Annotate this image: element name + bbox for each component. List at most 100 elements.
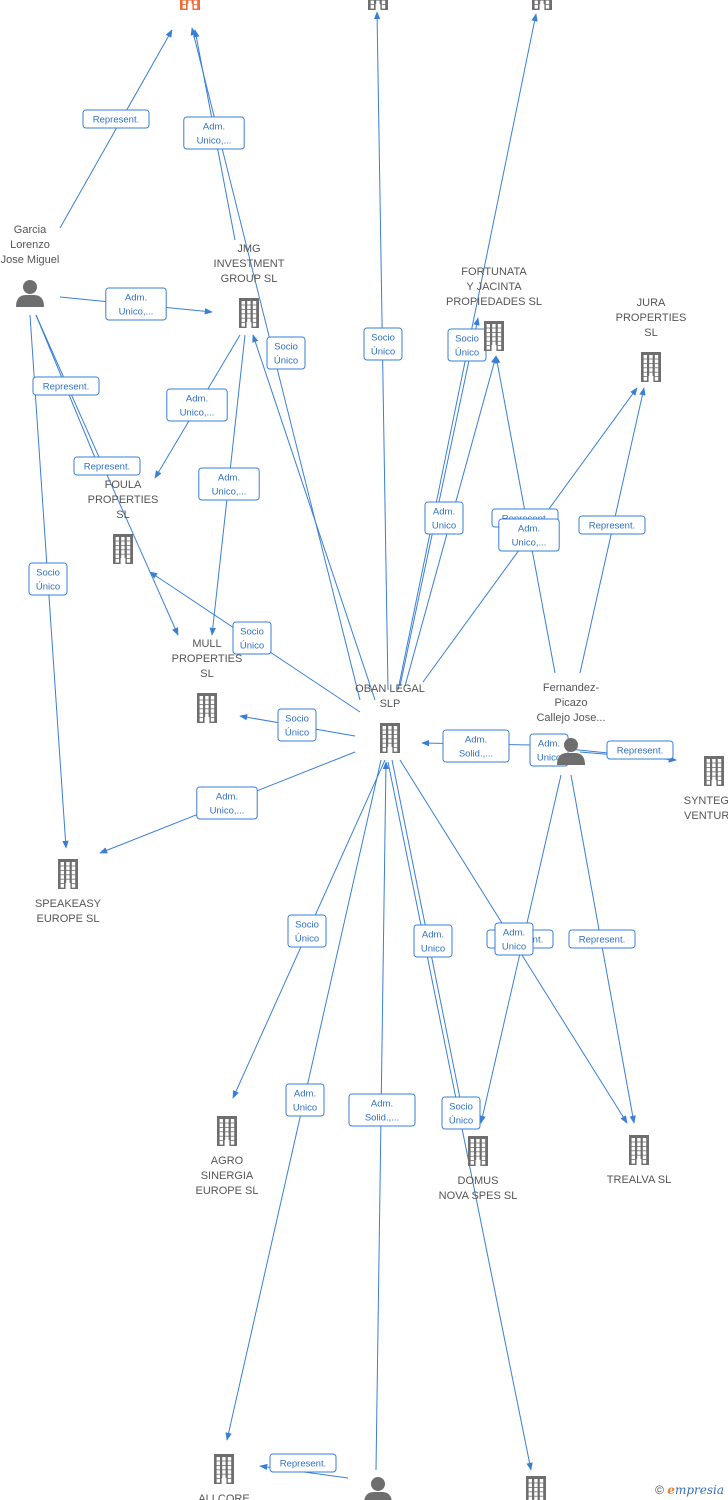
copyright-footer: © empresia — [655, 1483, 724, 1497]
node-label: EUROPE SL — [196, 1185, 259, 1197]
node-label: VENTURES — [684, 810, 728, 822]
node-label: SINERGIA — [201, 1170, 254, 1182]
edge-oban-to-jmg — [252, 334, 376, 701]
edge-label-text: Unico — [432, 521, 456, 532]
node-syntegra[interactable]: SYNTEGRAVENTURES — [684, 756, 728, 822]
edge-label-jmg-to-top-highlight[interactable]: Adm.Unico,... — [183, 116, 245, 150]
edge-label-oban-to-speakeasy[interactable]: Adm.Unico,... — [196, 786, 258, 820]
edge-label-jmg-to-mull[interactable]: Adm.Unico,... — [198, 467, 260, 501]
edge-label-text: Represent. — [280, 1459, 326, 1470]
edge-label-text: Adm. — [125, 293, 147, 304]
edge-label-fernandez-to-trealva[interactable]: Represent. — [568, 929, 636, 949]
node-allcore[interactable]: ALLCORE — [198, 1454, 250, 1500]
building-icon — [180, 0, 200, 10]
edge-label-bottom-person-to-allcore[interactable]: Represent. — [269, 1453, 337, 1473]
edge-label-garcia-to-top-highlight[interactable]: Represent. — [82, 109, 150, 129]
edge-label-jmg-to-foula[interactable]: Adm.Unico,... — [166, 388, 228, 422]
building-icon — [526, 1476, 546, 1500]
edge-label-garcia-to-mull[interactable]: Represent. — [73, 456, 141, 476]
building-icon — [214, 1454, 234, 1484]
node-top-right[interactable] — [532, 0, 552, 10]
edge-label-text: Unico,... — [212, 487, 247, 498]
edge-label-fernandez-to-oban[interactable]: Adm.Solid.,... — [442, 729, 510, 763]
node-label: Garcia — [14, 224, 47, 236]
node-label: Y JACINTA — [466, 281, 522, 293]
edge-label-text: Represent. — [84, 462, 130, 473]
node-label: FOULA — [105, 479, 142, 491]
edge-labels-layer: Represent.Adm.Unico,...SocioÚnicoAdm.Uni… — [28, 109, 674, 1473]
brand-initial: e — [667, 1483, 675, 1497]
edge-label-text: Solid.,... — [365, 1113, 399, 1124]
edge-label-text: Represent. — [93, 115, 139, 126]
edge-label-oban-to-domus[interactable]: Adm.Unico — [413, 924, 453, 958]
edge-label-fernandez-to-syntegra[interactable]: Represent. — [606, 740, 674, 760]
edge-label-text: Único — [295, 934, 319, 945]
edge-label-oban-to-allcore[interactable]: Adm.Unico — [285, 1083, 325, 1117]
node-label: JMG — [237, 243, 260, 255]
building-icon — [704, 756, 724, 786]
node-label: Jose Miguel — [1, 254, 60, 266]
building-icon — [217, 1116, 237, 1146]
node-trealva[interactable]: TREALVA SL — [607, 1135, 671, 1186]
edge-label-garcia-to-foula[interactable]: Represent. — [32, 376, 100, 396]
building-icon — [239, 298, 259, 328]
node-label: PROPERTIES — [172, 653, 243, 665]
edge-label-text: Adm. — [465, 735, 487, 746]
node-top-highlight[interactable] — [180, 0, 200, 10]
node-label: SL — [644, 327, 657, 339]
person-icon — [557, 738, 585, 765]
building-icon — [58, 859, 78, 889]
node-bottom-right[interactable] — [526, 1476, 546, 1500]
edge-label-text: Socio — [449, 1102, 473, 1113]
edge-label-text: Adm. — [216, 792, 238, 803]
edge-label-text: Represent. — [589, 521, 635, 532]
node-top-mid[interactable] — [368, 0, 388, 10]
edge-fernandez-to-trealva — [570, 774, 636, 1124]
edge-label-text: Socio — [240, 627, 264, 638]
node-label: OBAN LEGAL — [355, 683, 425, 695]
node-label: INVESTMENT — [214, 258, 285, 270]
edge-label-oban-to-jura[interactable]: Adm. Unico,... — [498, 518, 560, 552]
edge-label-text: Adm. — [422, 930, 444, 941]
edge-label-oban-to-trealva[interactable]: Adm.Unico — [494, 922, 534, 956]
building-icon — [641, 352, 661, 382]
edge-label-text: Socio — [285, 714, 309, 725]
edge-label-text: Adm. — [186, 394, 208, 405]
edges-layer — [29, 11, 677, 1479]
edge-label-garcia-to-jmg[interactable]: Adm.Unico,... — [105, 287, 167, 321]
node-bottom-person[interactable] — [364, 1477, 392, 1500]
node-label: DOMUS — [458, 1175, 499, 1187]
building-icon — [113, 534, 133, 564]
person-icon — [364, 1477, 392, 1500]
edge-label-bottom-person-to-oban[interactable]: Adm. Solid.,... — [348, 1093, 416, 1127]
edge-label-text: Unico,... — [197, 136, 232, 147]
edge-label-fernandez-to-jura[interactable]: Represent. — [578, 515, 646, 535]
node-label: SPEAKEASY — [35, 898, 102, 910]
edge-label-text: Adm. — [371, 1099, 393, 1110]
edge-label-text: Adm. — [518, 524, 540, 535]
node-label: SL — [116, 509, 129, 521]
building-icon — [380, 723, 400, 753]
edge-label-text: Socio — [274, 342, 298, 353]
edge-label-oban-to-fortunata[interactable]: Adm.Unico — [424, 501, 464, 535]
edge-label-text: Unico,... — [512, 538, 547, 549]
